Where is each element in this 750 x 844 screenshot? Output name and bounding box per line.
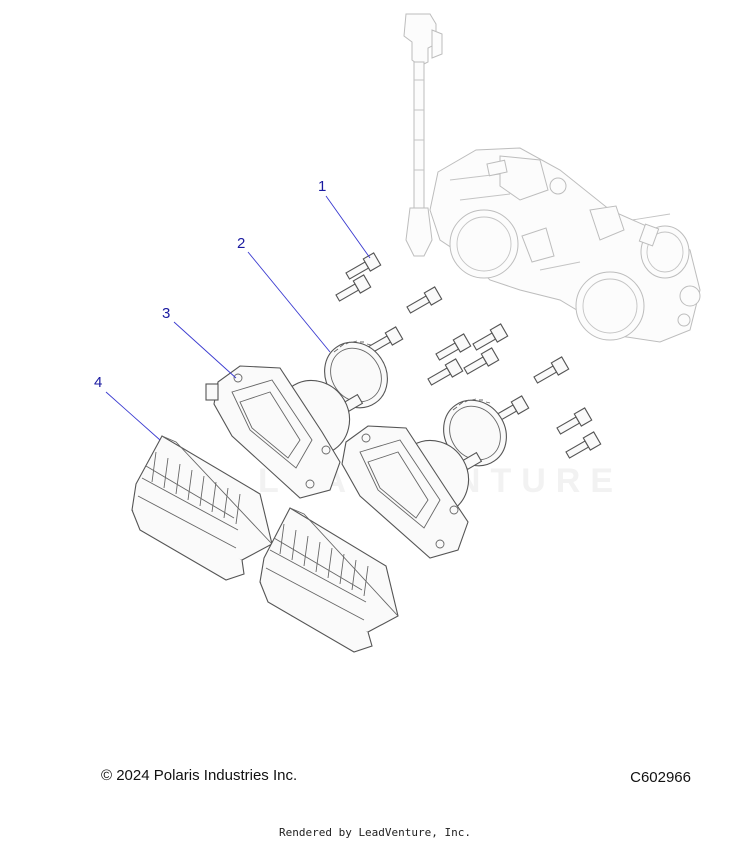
parts-diagram: LEADVENTURE	[94, 13, 701, 653]
callout-2: 2	[237, 235, 331, 353]
callout-4-label: 4	[94, 374, 102, 391]
bolt	[533, 356, 570, 384]
callout-3-label: 3	[162, 305, 170, 322]
reed-block-lower	[259, 507, 399, 653]
bolt	[565, 431, 602, 459]
rendered-by-text: Rendered by LeadVenture, Inc.	[278, 826, 472, 839]
bolt	[463, 347, 500, 375]
bolt	[472, 323, 509, 351]
bolt	[406, 286, 443, 314]
diagram-code: C602966	[630, 769, 691, 786]
bolt-group	[335, 252, 602, 459]
reed-housing-upper	[205, 365, 351, 499]
bolt	[335, 274, 372, 302]
callout-1: 1	[318, 178, 371, 259]
callout-1-label: 1	[318, 178, 326, 195]
callout-4: 4	[94, 374, 161, 441]
clamp-upper	[324, 340, 388, 413]
bolt	[435, 333, 472, 361]
callout-3: 3	[162, 305, 237, 379]
bolt	[427, 358, 464, 386]
throttle-body-assembly	[403, 13, 701, 343]
reed-block-upper	[131, 435, 273, 581]
bolt	[345, 252, 382, 280]
copyright-text: © 2024 Polaris Industries Inc.	[101, 767, 298, 784]
callout-2-label: 2	[237, 235, 245, 252]
bolt	[556, 407, 593, 435]
reed-housing-lower	[341, 425, 470, 559]
